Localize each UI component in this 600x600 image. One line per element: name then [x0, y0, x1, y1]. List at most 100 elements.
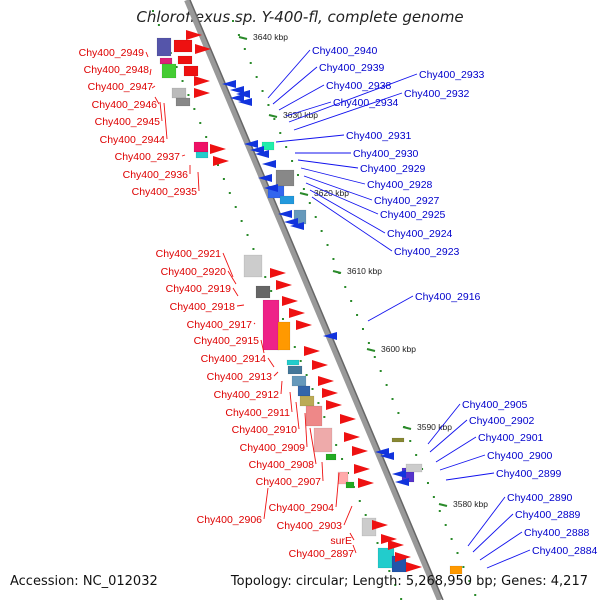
gene-label: Chy400_2929 — [360, 163, 426, 175]
track-dot — [249, 62, 252, 64]
gene-label: Chy400_2897 — [289, 548, 355, 560]
track-dot — [181, 80, 184, 82]
track-dot — [335, 444, 338, 446]
track-dot — [385, 384, 388, 386]
track-dot — [279, 132, 282, 134]
forward-gene-arrow — [210, 144, 226, 154]
right-label-leader — [367, 295, 414, 322]
scale-tick — [402, 426, 412, 430]
track-dot — [373, 356, 376, 358]
track-dot — [391, 398, 394, 400]
forward-gene-arrow — [326, 400, 342, 410]
gene-label: Chy400_2914 — [201, 353, 267, 365]
track-dot — [205, 136, 208, 138]
forward-gene-arrow — [352, 446, 368, 456]
scale-label: 3590 kbp — [417, 422, 452, 432]
left-label-leader — [159, 101, 163, 122]
scale-tick — [299, 192, 309, 196]
gene-label: Chy400_2944 — [100, 134, 166, 146]
reverse-gene-arrow — [230, 94, 244, 102]
left-label-leader — [273, 371, 279, 377]
track-dot — [364, 514, 367, 516]
gene-label: Chy400_2945 — [95, 116, 161, 128]
gene-label: Chy400_2931 — [346, 130, 412, 142]
track-dot — [450, 538, 453, 540]
track-dot — [367, 342, 370, 344]
track-dot — [468, 580, 471, 582]
forward-gene-arrow — [340, 414, 356, 424]
genome-backbone — [184, 0, 443, 600]
track-dot — [388, 570, 391, 572]
track-dot — [456, 552, 459, 554]
track-dot — [199, 122, 202, 124]
gene-label: Chy400_2912 — [214, 389, 280, 401]
gene-label: Chy400_2937 — [115, 151, 181, 163]
reverse-gene-arrow — [264, 184, 278, 192]
track-dot — [293, 346, 296, 348]
reverse-gene-arrow — [290, 222, 304, 230]
gene-label: Chy400_2927 — [374, 195, 440, 207]
right-label-leader — [445, 472, 495, 481]
reverse-gene-arrow — [375, 448, 389, 456]
track-dot — [157, 24, 160, 26]
track-dot — [474, 594, 477, 596]
gene-label: Chy400_2948 — [84, 64, 150, 76]
right-label-leader — [305, 182, 379, 215]
gene-label: Chy400_2932 — [404, 88, 470, 100]
gene-label: Chy400_2940 — [312, 45, 378, 57]
left-label-leader — [321, 461, 324, 482]
left-label-leader — [352, 544, 357, 554]
gene-label: Chy400_2901 — [478, 432, 544, 444]
track-dot — [270, 290, 273, 292]
left-label-leader — [197, 171, 200, 192]
gene-label: Chy400_2949 — [79, 47, 145, 59]
forward-gene-arrow — [270, 268, 286, 278]
track-dot — [341, 458, 344, 460]
track-dot — [228, 192, 231, 194]
gene-label: Chy400_2902 — [469, 415, 535, 427]
gene-block — [177, 55, 193, 65]
track-dot — [285, 146, 288, 148]
track-dot — [243, 48, 246, 50]
left-label-leader — [151, 85, 156, 89]
forward-gene-arrow — [312, 360, 328, 370]
gene-block — [161, 63, 177, 79]
scale-label: 3620 kbp — [314, 188, 349, 198]
track-dot — [356, 314, 359, 316]
reverse-gene-arrow — [230, 86, 244, 94]
left-label-leader — [295, 401, 300, 430]
reverse-gene-arrow — [278, 210, 292, 218]
track-dot — [376, 542, 379, 544]
right-label-leader — [311, 196, 393, 252]
track-dot — [252, 248, 255, 250]
scale-label: 3600 kbp — [381, 344, 416, 354]
gene-block — [261, 141, 275, 151]
gene-label: Chy400_2916 — [415, 291, 481, 303]
scale-label: 3610 kbp — [347, 266, 382, 276]
right-label-leader — [427, 403, 461, 445]
left-label-leader — [145, 51, 149, 58]
gene-block — [305, 405, 323, 427]
track-dot — [379, 370, 382, 372]
gene-block — [173, 39, 193, 53]
right-label-leader — [278, 84, 325, 111]
left-label-leader — [154, 96, 160, 105]
right-label-leader — [429, 419, 468, 453]
track-dot — [462, 566, 465, 568]
scale-tick — [332, 270, 342, 274]
left-label-leader — [236, 304, 245, 307]
scale-label: 3640 kbp — [253, 32, 288, 42]
left-label-leader — [260, 339, 265, 354]
forward-gene-arrow — [344, 432, 360, 442]
gene-block — [175, 97, 191, 107]
track-dot — [308, 202, 311, 204]
gene-label: Chy400_2911 — [225, 407, 290, 419]
right-label-leader — [479, 531, 523, 561]
scale-tick — [366, 348, 376, 352]
track-dot — [317, 402, 320, 404]
forward-gene-arrow — [194, 76, 210, 86]
forward-gene-arrow — [358, 478, 374, 488]
left-label-leader — [304, 412, 308, 448]
gene-label: Chy400_2913 — [207, 371, 273, 383]
